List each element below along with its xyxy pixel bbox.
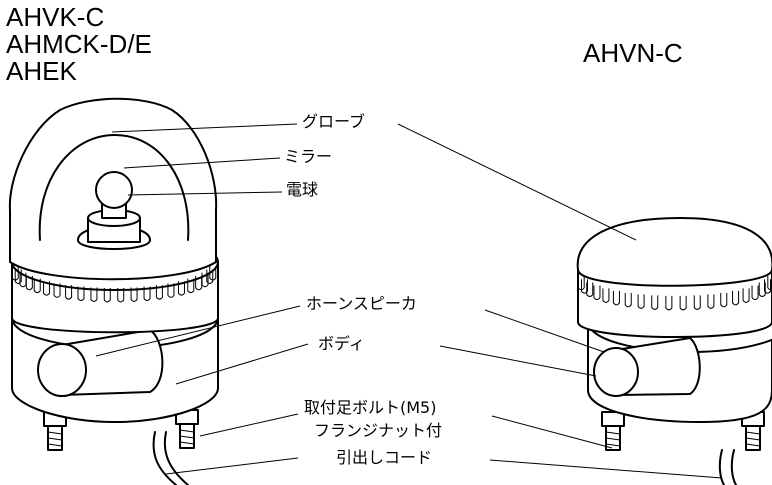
- globe-right: [576, 217, 772, 287]
- rim-ridge: [707, 294, 715, 309]
- rim-ridges-right: [577, 275, 772, 311]
- rim-ridge: [177, 281, 185, 296]
- leader-bolt-left: [199, 413, 299, 437]
- label-flange-nut: フランジナット付: [314, 421, 443, 440]
- rim-ridge: [187, 278, 195, 294]
- rim-ridge: [580, 279, 588, 294]
- bulb-left: [77, 171, 151, 250]
- mount-bolt-right-unit-a: [601, 411, 625, 451]
- rim-ridge: [679, 295, 687, 311]
- rim-ridge: [143, 286, 151, 302]
- rim-ridge: [637, 294, 645, 309]
- leader-horn-right: [484, 309, 605, 353]
- rim-ridge: [25, 275, 33, 291]
- rim-ridge: [77, 286, 85, 302]
- rim-ridge: [167, 283, 175, 298]
- rim-ridge: [19, 272, 27, 288]
- rim-ridge: [53, 283, 61, 298]
- rim-ridge: [751, 285, 759, 301]
- rim-ridge: [577, 275, 585, 291]
- leader-body-right: [439, 345, 597, 377]
- label-body: ボディ: [318, 334, 365, 353]
- rim-ridge: [155, 285, 163, 300]
- rim-ridge: [593, 285, 601, 301]
- rim-ridge: [14, 269, 22, 284]
- rim-ridge: [130, 287, 138, 302]
- rim-ridge: [742, 288, 750, 303]
- label-globe: グローブ: [302, 112, 366, 131]
- model-label-ahvk-c: AHVK-C: [6, 2, 105, 32]
- label-mount-bolt: 取付足ボルト(M5): [304, 398, 437, 417]
- leader-globe-left: [111, 123, 298, 133]
- leader-lines: [95, 123, 723, 479]
- rim-ridge: [693, 295, 701, 310]
- leader-horn-left: [95, 305, 301, 357]
- leader-cord-right: [489, 459, 723, 479]
- rim-ridge: [665, 295, 673, 311]
- rim-ridge: [43, 281, 51, 296]
- rim-ridge: [720, 292, 728, 308]
- rim-ridge: [651, 295, 659, 310]
- rim-ridge: [33, 278, 41, 294]
- rim-ridge: [11, 266, 19, 281]
- leader-mirror: [123, 157, 281, 169]
- rim-ridge: [65, 285, 73, 300]
- upper-ring-right: [577, 267, 772, 338]
- rim-ridge: [612, 290, 620, 306]
- rim-ridge: [732, 290, 740, 306]
- rim-ridge: [206, 269, 214, 284]
- rim-ridge: [90, 287, 98, 302]
- rim-ridge: [586, 282, 594, 298]
- label-mirror: ミラー: [284, 147, 333, 166]
- rim-ridge: [764, 279, 772, 294]
- model-label-ahek: AHEK: [6, 56, 77, 86]
- rim-ridge: [624, 292, 632, 308]
- rim-ridge: [195, 275, 203, 291]
- rim-ridge: [103, 287, 111, 303]
- rim-ridge: [117, 287, 125, 303]
- label-bulb: 電球: [286, 180, 319, 199]
- horn-speaker-right: [593, 337, 701, 397]
- leader-cord-left: [165, 457, 299, 475]
- mount-bolt-right: [175, 409, 199, 449]
- lead-cord-left: [152, 431, 189, 485]
- rim-ridge: [758, 282, 766, 298]
- model-label-ahmck-de: AHMCK-D/E: [6, 29, 152, 59]
- model-list-left: AHVK-C AHMCK-D/E AHEK: [6, 4, 152, 85]
- leader-bulb: [127, 191, 283, 196]
- model-label-ahvn-c: AHVN-C: [583, 38, 683, 68]
- lead-cord-right: [718, 449, 737, 485]
- rim-ridge: [602, 288, 610, 303]
- rim-ridges-left: [11, 266, 217, 303]
- label-horn-speaker: ホーンスピーカ: [306, 294, 417, 313]
- leader-body-left: [175, 343, 309, 385]
- leader-bolt-right: [491, 415, 613, 449]
- leader-globe-right: [397, 123, 637, 241]
- label-lead-cord: 引出しコード: [336, 448, 433, 467]
